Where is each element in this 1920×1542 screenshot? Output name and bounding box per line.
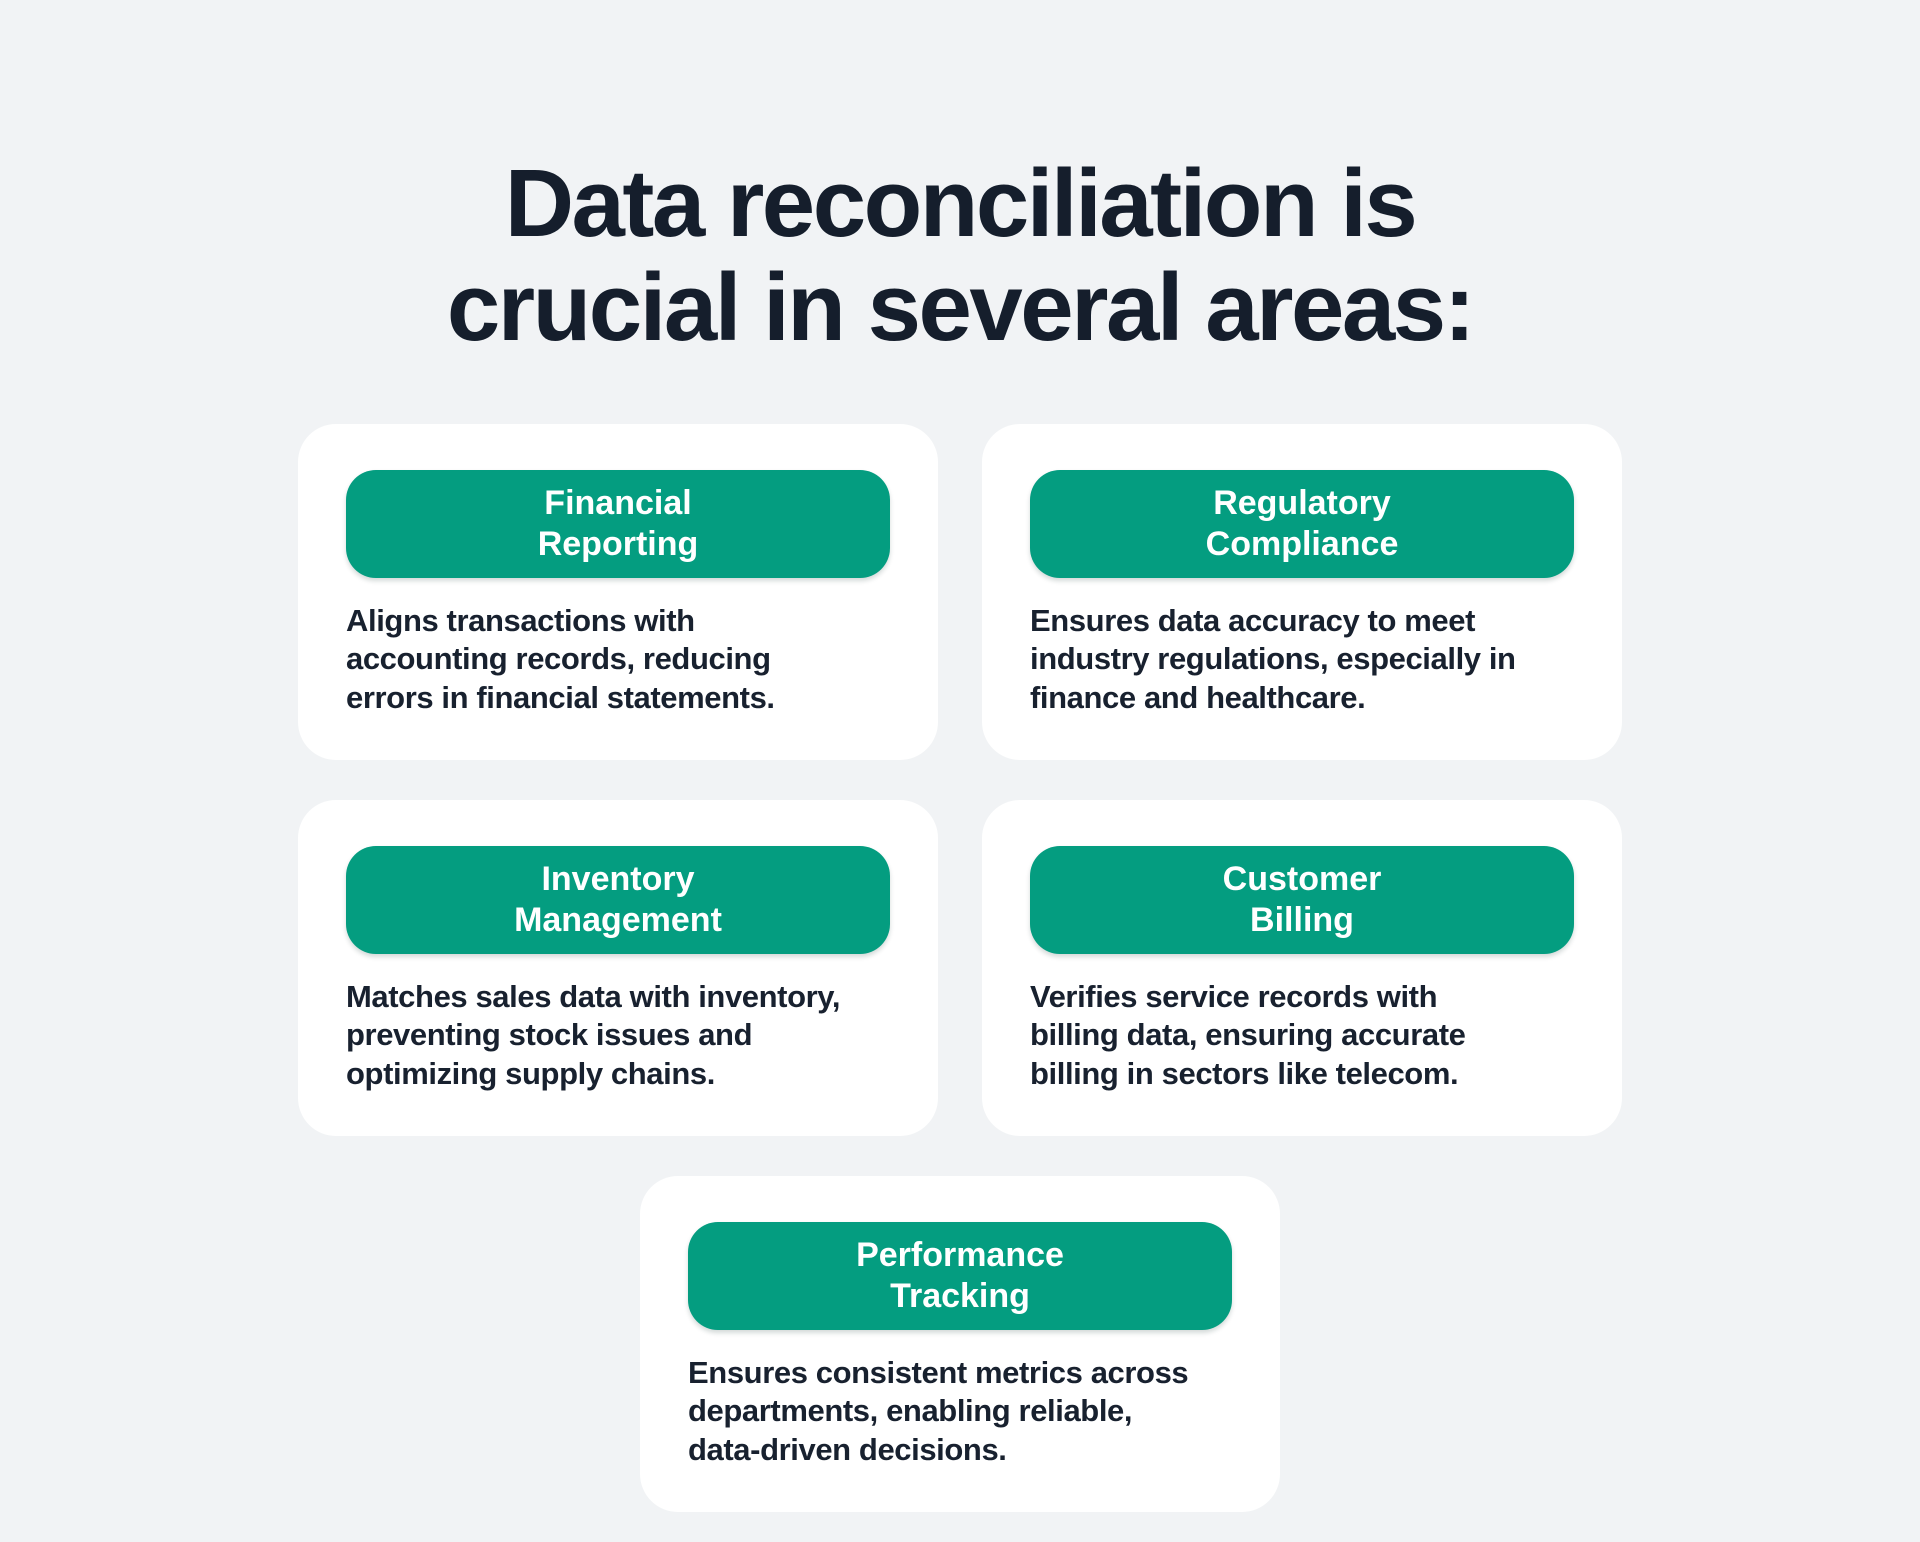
cards-row-3: Performance Tracking Ensures consistent … bbox=[640, 1175, 1280, 1512]
card-description: Ensures data accuracy to meet industry r… bbox=[1030, 602, 1516, 715]
card-customer-billing: Customer Billing Verifies service record… bbox=[982, 799, 1622, 1136]
card-description: Matches sales data with inventory, preve… bbox=[346, 978, 841, 1091]
card-description: Ensures consistent metrics across depart… bbox=[688, 1354, 1189, 1467]
card-label-pill: Regulatory Compliance bbox=[1030, 469, 1574, 578]
cards-row-2: Inventory Management Matches sales data … bbox=[298, 799, 1622, 1136]
card-label-pill: Inventory Management bbox=[346, 845, 890, 954]
card-description: Verifies service records with billing da… bbox=[1030, 978, 1466, 1091]
card-label-pill: Customer Billing bbox=[1030, 845, 1574, 954]
card-performance-tracking: Performance Tracking Ensures consistent … bbox=[640, 1175, 1280, 1512]
card-label-pill: Performance Tracking bbox=[688, 1221, 1232, 1330]
card-label-pill: Financial Reporting bbox=[346, 469, 890, 578]
cards-grid: Financial Reporting Aligns transactions … bbox=[0, 423, 1920, 1512]
card-regulatory-compliance: Regulatory Compliance Ensures data accur… bbox=[982, 423, 1622, 760]
card-description: Aligns transactions with accounting reco… bbox=[346, 602, 775, 715]
page-title: Data reconciliation is crucial in severa… bbox=[446, 150, 1476, 361]
card-inventory-management: Inventory Management Matches sales data … bbox=[298, 799, 938, 1136]
card-financial-reporting: Financial Reporting Aligns transactions … bbox=[298, 423, 938, 760]
cards-row-1: Financial Reporting Aligns transactions … bbox=[298, 423, 1622, 760]
